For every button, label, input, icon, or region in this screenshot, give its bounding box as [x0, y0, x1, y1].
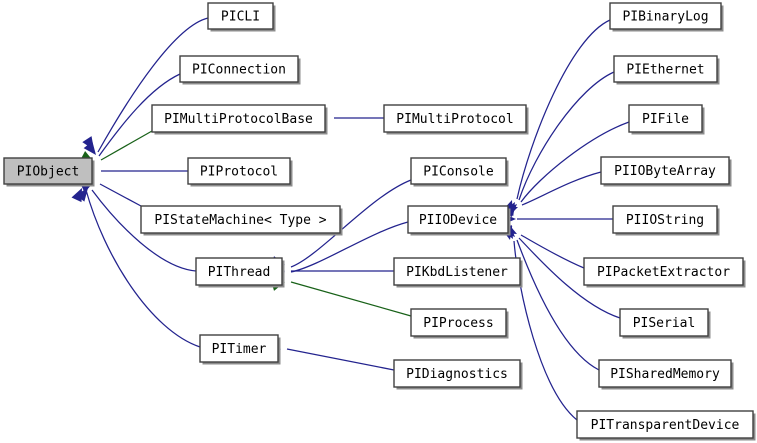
- edge-pitimer-to-piobject: [85, 189, 201, 348]
- node-box-piobject[interactable]: [3, 157, 93, 185]
- edge-pistatemachine-to-piobject: [99, 183, 142, 207]
- node-box-pifile[interactable]: [628, 104, 703, 133]
- edge-piethernet-to-piiodevice: [518, 71, 615, 201]
- node-box-piiostring[interactable]: [612, 205, 718, 234]
- edge-pidiagnostics-to-pitimer: [286, 348, 395, 371]
- class-node-piobject[interactable]: PIObject: [3, 157, 95, 187]
- edge-pithread-to-piobject: [91, 189, 197, 272]
- class-node-picli[interactable]: PICLI: [207, 2, 276, 32]
- edge-piprocess-to-pithread: [290, 281, 412, 317]
- node-box-piethernet[interactable]: [613, 55, 718, 83]
- edge-piiobytearray-to-piiodevice: [521, 171, 602, 206]
- class-node-pibinarylog[interactable]: PIBinaryLog: [609, 2, 724, 32]
- class-node-pikbdlistener[interactable]: PIKbdListener: [393, 257, 523, 288]
- class-node-piserial[interactable]: PISerial: [619, 308, 711, 339]
- node-box-piprotocol[interactable]: [187, 157, 291, 185]
- node-box-piiobytearray[interactable]: [600, 156, 730, 185]
- edge-pifile-to-piiodevice: [520, 121, 630, 203]
- node-box-piconnection[interactable]: [179, 55, 299, 83]
- class-node-piiodevice[interactable]: PIIODevice: [407, 205, 511, 236]
- class-node-pitransparentdevice[interactable]: PITransparentDevice: [576, 410, 756, 441]
- node-box-picli[interactable]: [207, 2, 274, 30]
- class-node-piiostring[interactable]: PIIOString: [612, 205, 720, 236]
- class-node-piethernet[interactable]: PIEthernet: [613, 55, 720, 85]
- node-box-piprocess[interactable]: [410, 308, 507, 337]
- edge-pipacketextractor-to-piiodevice: [520, 234, 585, 269]
- class-node-pimultiprotocolbase[interactable]: PIMultiProtocolBase: [151, 104, 328, 135]
- arrowhead-a-pitimer-piobject: [71, 188, 82, 203]
- class-node-pifile[interactable]: PIFile: [628, 104, 705, 135]
- class-node-piprotocol[interactable]: PIProtocol: [187, 157, 293, 187]
- node-box-pitransparentdevice[interactable]: [576, 410, 754, 439]
- node-box-pibinarylog[interactable]: [609, 2, 722, 30]
- class-node-pisharedmemory[interactable]: PISharedMemory: [598, 359, 734, 390]
- class-node-pistatemachine[interactable]: PIStateMachine< Type >: [140, 205, 343, 236]
- edge-picli-to-piobject: [97, 17, 209, 153]
- arrowhead-a-piconnection-piobject: [83, 141, 96, 155]
- edge-piiodevice-to-pithread: [290, 221, 409, 273]
- class-node-pipacketextractor[interactable]: PIPacketExtractor: [583, 257, 746, 288]
- node-box-pidiagnostics[interactable]: [393, 359, 521, 388]
- class-node-pithread[interactable]: PIThread: [195, 257, 285, 288]
- node-box-pimultiprotocolbase[interactable]: [151, 104, 326, 133]
- edge-piserial-to-piiodevice: [518, 237, 621, 319]
- class-node-piconsole[interactable]: PIConsole: [410, 157, 509, 187]
- class-node-piprocess[interactable]: PIProcess: [410, 308, 509, 339]
- class-node-pitimer[interactable]: PITimer: [199, 334, 281, 365]
- arrowhead-a-pithread-piobject: [75, 188, 88, 202]
- nodes-layer: PIObject PICLI PIConnectionPIMultiProtocol…: [3, 2, 756, 441]
- node-box-pistatemachine[interactable]: [140, 205, 341, 234]
- class-node-pimultiprotocol[interactable]: PIMultiProtocol: [383, 104, 529, 135]
- node-box-pithread[interactable]: [195, 257, 283, 286]
- edge-pibinarylog-to-piiodevice: [516, 19, 611, 200]
- node-box-piserial[interactable]: [619, 308, 709, 337]
- node-box-pipacketextractor[interactable]: [583, 257, 744, 286]
- class-node-piconnection[interactable]: PIConnection: [179, 55, 301, 85]
- node-box-pitimer[interactable]: [199, 334, 279, 363]
- class-node-pidiagnostics[interactable]: PIDiagnostics: [393, 359, 523, 390]
- edge-pimultiprotocolbase-to-piobject: [100, 130, 153, 161]
- node-box-pikbdlistener[interactable]: [393, 257, 521, 286]
- edge-pitransparentdevice-to-piiodevice: [513, 240, 578, 421]
- node-box-pisharedmemory[interactable]: [598, 359, 732, 388]
- node-box-piiodevice[interactable]: [407, 205, 509, 234]
- class-node-piiobytearray[interactable]: PIIOByteArray: [600, 156, 732, 187]
- node-box-pimultiprotocol[interactable]: [383, 104, 527, 133]
- edge-pisharedmemory-to-piiodevice: [516, 239, 600, 371]
- edge-piconnection-to-piobject: [98, 73, 181, 157]
- edge-piconsole-to-pithread: [290, 179, 412, 268]
- node-box-piconsole[interactable]: [410, 157, 507, 185]
